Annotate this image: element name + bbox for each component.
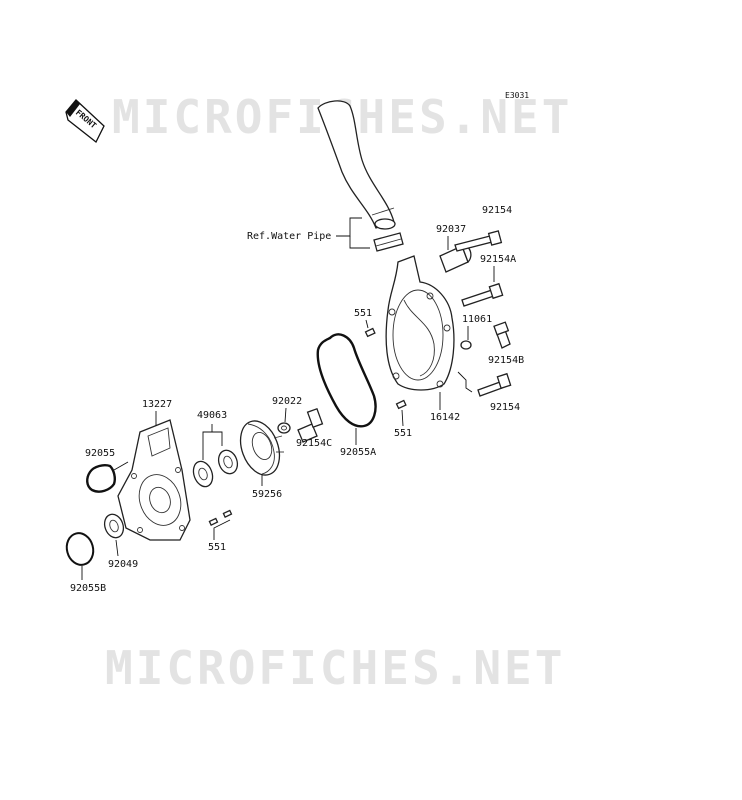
washer-92022 — [277, 422, 291, 434]
part-92022: 92022 — [272, 396, 302, 407]
pump-housing-13227 — [117, 419, 191, 541]
part-551-mid: 551 — [394, 428, 412, 439]
pump-cover — [385, 255, 455, 391]
gasket-92055a — [316, 333, 377, 428]
part-92154-top: 92154 — [482, 205, 512, 216]
part-92049: 92049 — [108, 559, 138, 570]
part-16142: 16142 — [430, 412, 460, 423]
front-arrow-icon: FRONT — [65, 99, 105, 144]
part-551-lower: 551 — [208, 542, 226, 553]
bolt-92154b — [493, 321, 511, 349]
part-551-upper: 551 — [354, 308, 372, 319]
part-92037: 92037 — [436, 224, 466, 235]
bolt-92154-top — [454, 230, 503, 252]
dowel-pin-lower — [208, 509, 233, 526]
ref-water-pipe-label: Ref.Water Pipe — [247, 231, 331, 242]
part-59256: 59256 — [252, 489, 282, 500]
part-92055a: 92055A — [340, 447, 376, 458]
part-11061: 11061 — [462, 314, 492, 325]
part-92055: 92055 — [85, 448, 115, 459]
gasket-92055 — [86, 464, 116, 493]
dowel-pin-mid — [395, 399, 407, 410]
watermark-bottom: MICROFICHES.NET — [105, 641, 565, 695]
impeller-59256 — [239, 420, 284, 476]
bolt-92154c — [297, 407, 324, 443]
part-49063: 49063 — [197, 410, 227, 421]
ref-leader — [336, 217, 362, 237]
bolt-92154-bottom — [477, 372, 512, 397]
part-13227: 13227 — [142, 399, 172, 410]
mechanical-seal-49063 — [192, 449, 239, 488]
oil-seal-92049 — [103, 513, 125, 539]
hose-clamp — [373, 232, 404, 252]
dowel-pin-upper — [364, 327, 376, 338]
part-92055b: 92055B — [70, 583, 106, 594]
washer-11061 — [460, 340, 472, 350]
part-92154b: 92154B — [488, 355, 524, 366]
part-92154-bottom: 92154 — [490, 402, 520, 413]
o-ring-92055b — [65, 532, 95, 566]
water-pipe-hose — [317, 100, 396, 230]
part-92154a: 92154A — [480, 254, 516, 265]
bolt-92154a — [461, 282, 504, 307]
part-92154c: 92154C — [296, 438, 332, 449]
diagram-code: E3031 — [505, 91, 529, 100]
bracket-92037 — [439, 245, 472, 273]
